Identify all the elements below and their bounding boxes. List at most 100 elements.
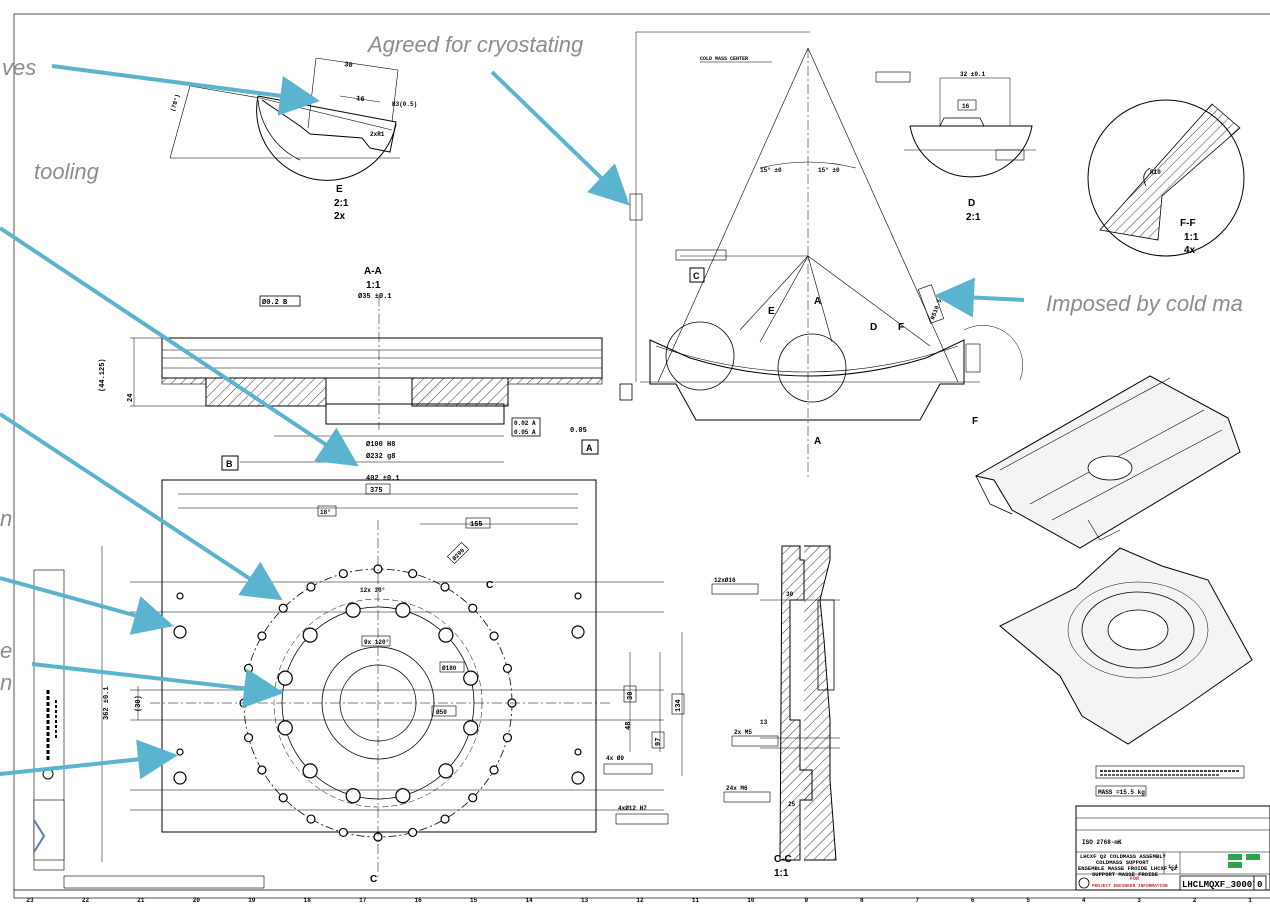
arrow-tooling	[0, 226, 359, 467]
cut-f-marker-top: F	[898, 322, 904, 333]
corner-small-hole	[176, 592, 184, 600]
dim-e-radius: R3(0.5)	[392, 101, 417, 108]
dim-coil-radius: R510.5	[929, 298, 943, 321]
detail-e-scale: 2:1	[334, 198, 349, 209]
dim-aa-d2: Ø232 g8	[366, 452, 395, 461]
note-mass: MASS =15.5 kg	[1098, 789, 1145, 796]
dim-cc-holes2: 2x M5	[734, 729, 752, 736]
grid-number: 1	[1248, 897, 1252, 904]
outer-bolt-hole	[489, 765, 499, 775]
annotation-cryostating: Agreed for cryostating	[368, 32, 584, 57]
arrow-left-2	[0, 576, 174, 635]
section-ff-scale: 1:1	[1184, 232, 1199, 243]
section-cc-scale: 1:1	[774, 868, 789, 879]
dim-aa-tol1: 0.02 A	[514, 420, 536, 427]
section-cc-name: C-C	[774, 854, 792, 865]
title-line-3: ENSEMBLE MASSE FROIDE LHCXF Q2	[1078, 865, 1177, 872]
grid-number: 7	[915, 897, 919, 904]
section-ff-count: 4x	[1184, 245, 1196, 256]
dim-plan-h1: 362 ±0.1	[103, 686, 111, 720]
cut-a-marker-bottom: A	[814, 436, 821, 447]
middle-bolt-hole	[345, 788, 361, 804]
outer-bolt-hole	[408, 827, 418, 838]
grid-number: 21	[137, 897, 145, 904]
dim-plan-holes1: 4x Ø9	[606, 755, 624, 762]
corner-pin-hole	[571, 771, 585, 785]
title-line-1: LHCXF Q2 COLDMASS ASSEMBLY	[1080, 853, 1167, 860]
datum-a-marker: A	[586, 443, 593, 453]
dim-plan-w1: 402 ±0.1	[366, 475, 400, 483]
drawing-number: LHCLMQXF_30007	[1182, 880, 1258, 890]
section-aa-view: A-A 1:1 (44.125) 24 Ø100 H8 Ø232 g8 Ø0.2…	[99, 266, 633, 471]
grid-number: 6	[971, 897, 975, 904]
grid-number: 13	[581, 897, 589, 904]
dim-aa-bore: Ø35 ±0.1	[358, 292, 392, 301]
dim-plan-ang3: 9x 120°	[364, 639, 389, 646]
dim-cc-dim3: 25	[788, 801, 796, 808]
cold-mass-view: 15° ±0 15° ±0 COLD MASS CENTER C E D F F…	[629, 31, 1024, 480]
grid-number: 5	[1026, 897, 1030, 904]
outer-bolt-hole	[468, 603, 478, 613]
grid-number: 14	[525, 897, 533, 904]
dim-plan-h2: (30)	[135, 695, 143, 712]
dim-plan-w3: 155	[470, 521, 483, 529]
dim-plan-h3: 134	[675, 699, 683, 712]
dim-d-width: 32 ±0.1	[960, 71, 986, 78]
dim-aa-flat: Ø0.2 B	[262, 298, 288, 307]
outer-bolt-hole	[306, 582, 316, 592]
annotation-left-e: e	[0, 638, 13, 663]
dim-plan-h6: 30	[627, 692, 635, 700]
section-ff-name: F-F	[1180, 218, 1196, 229]
title-block: ISO 2768-mK LHCXF Q2 COLDMASS ASSEMBLY C…	[1075, 805, 1270, 891]
arrow-imposed	[934, 277, 1025, 318]
middle-bolt-hole	[463, 720, 479, 736]
section-cc-view: 12xØ16 30 13 2x M5 24x M6 25 C-C 1:1	[711, 545, 840, 879]
dim-plan-pcd3: Ø50	[436, 709, 447, 716]
cut-c-marker: C	[486, 580, 493, 591]
outer-bolt-hole	[243, 663, 254, 673]
outer-bolt-hole	[502, 733, 513, 743]
dim-e-depth: 16	[356, 95, 365, 104]
note-cold-mass: COLD MASS CENTER	[700, 56, 748, 62]
dim-plan-h4: 97	[655, 738, 663, 746]
outer-bolt-hole	[489, 631, 499, 641]
notes-area: MASS =15.5 kg	[1095, 765, 1245, 797]
grid-number: 11	[692, 897, 700, 904]
title-for: FOR	[1130, 876, 1139, 882]
dim-plan-holes2: 4xØ12 H7	[618, 805, 647, 812]
callout-arrows	[0, 64, 1025, 780]
dim-plan-pcd2: Ø180	[442, 665, 457, 672]
grid-number: 8	[860, 897, 864, 904]
arrow-cryostating	[490, 70, 630, 206]
dim-plan-w2: 375	[370, 487, 383, 495]
revision-strip	[33, 569, 265, 889]
dim-plan-ang1: 18°	[320, 509, 331, 516]
title-approval: PROJECT ENGINEER INFORMATION	[1092, 883, 1168, 889]
grid-number: 15	[470, 897, 478, 904]
dim-arc-angle-right: 15° ±0	[818, 167, 840, 174]
middle-bolt-hole	[302, 627, 318, 643]
drawing-revision: 0	[1257, 880, 1262, 890]
middle-bolt-hole	[438, 627, 454, 643]
cut-e-marker: E	[768, 306, 775, 317]
dim-cc-holes1: 12xØ16	[714, 577, 736, 584]
middle-bolt-hole	[345, 602, 361, 618]
grid-number: 4	[1082, 897, 1086, 904]
dim-e-width: 30	[344, 61, 353, 70]
dim-f-radius: R10	[1150, 169, 1161, 176]
detail-e-count: 2x	[334, 211, 346, 222]
dim-cc-dim2: 13	[760, 719, 768, 726]
detail-d-name: D	[968, 198, 975, 209]
plan-view: 402 ±0.1 375 155 362 ±0.1 (30) 134 97 48…	[101, 475, 685, 885]
detail-e-name: E	[336, 184, 343, 195]
middle-bolt-hole	[438, 763, 454, 779]
datum-b-marker: B	[226, 459, 233, 469]
dim-aa-h1: (44.125)	[99, 358, 107, 392]
outer-bolt-hole	[243, 733, 254, 743]
plan-bolt-holes	[173, 564, 585, 842]
outer-bolt-hole	[502, 663, 513, 673]
grid-number: 22	[82, 897, 90, 904]
dim-cc-dim1: 30	[786, 591, 794, 598]
grid-number: 18	[304, 897, 312, 904]
